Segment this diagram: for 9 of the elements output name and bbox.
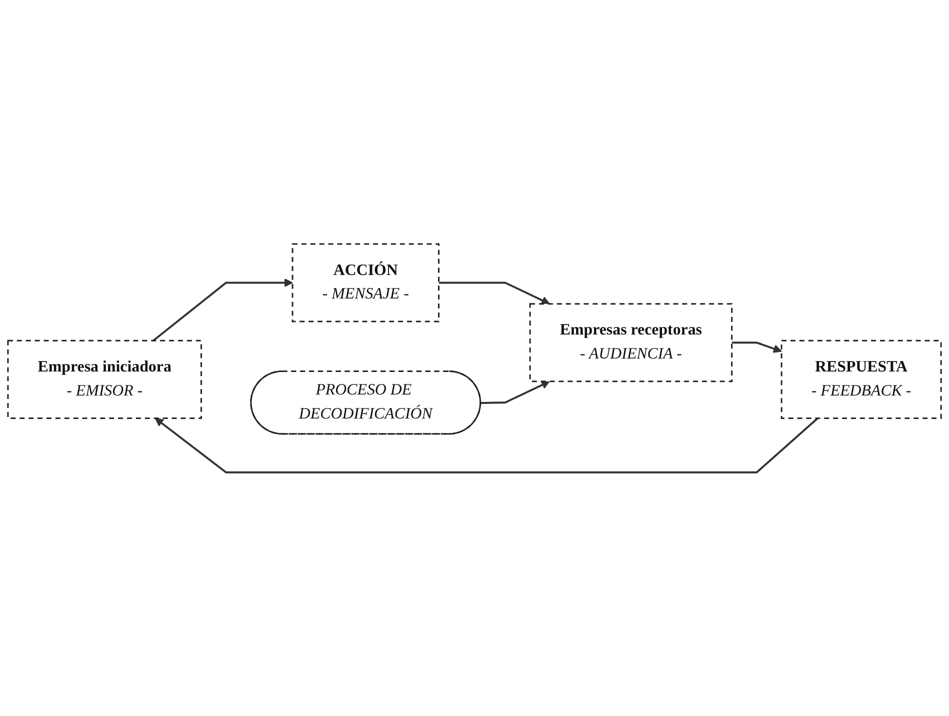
node-box: Empresas receptoras - AUDIENCIA - [529,302,733,382]
arrow [152,278,293,342]
node-box: ACCIÓN - MENSAJE - [292,243,440,322]
node-box: RESPUESTA - FEEDBACK - [780,340,942,419]
arrow [480,380,550,404]
arrow [438,282,550,304]
node-box: Empresa iniciadora - EMISOR - [7,340,202,419]
arrow [732,341,782,353]
arrow [154,417,818,474]
